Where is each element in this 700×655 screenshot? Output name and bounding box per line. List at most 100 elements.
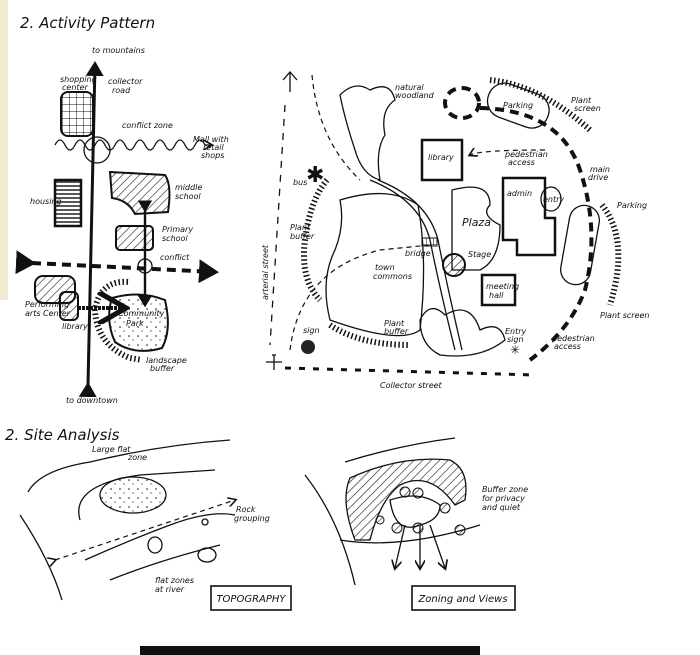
buffer-zone bbox=[345, 458, 467, 541]
library-building bbox=[420, 138, 464, 182]
plant-buffer-left-label-2: buffer bbox=[290, 232, 315, 241]
town-commons bbox=[325, 192, 425, 337]
pedestrian-access-top-label: pedestrian bbox=[504, 150, 548, 159]
main-drive-label: main bbox=[590, 165, 610, 174]
pedestrian-access-bottom-label: pedestrian bbox=[551, 334, 595, 343]
community-park-block bbox=[108, 293, 169, 352]
collector-street-label: Collector street bbox=[380, 381, 443, 390]
dashed-cross-route bbox=[15, 250, 219, 284]
plaza-label: Plaza bbox=[462, 216, 491, 229]
parking-top bbox=[486, 82, 550, 129]
middle-school-label: middle bbox=[175, 183, 202, 192]
community-park-label: Community bbox=[118, 309, 165, 318]
community-park-label-2: Park bbox=[126, 319, 144, 328]
flat-zone-1 bbox=[147, 536, 163, 554]
parking-right bbox=[560, 204, 600, 286]
bridge-label: bridge bbox=[405, 249, 431, 258]
site-plan: arterial street Collector street natural… bbox=[261, 71, 649, 390]
conflict-zone-label: conflict zone bbox=[122, 121, 173, 130]
shopping-center-block bbox=[60, 91, 94, 137]
sign-label: sign bbox=[303, 326, 320, 335]
plant-screen-top-label-2: screen bbox=[574, 104, 601, 113]
shopping-center-label: shopping bbox=[60, 75, 97, 84]
meeting-hall-label: meeting bbox=[486, 282, 519, 291]
meeting-hall-building bbox=[480, 273, 517, 307]
library-label: library bbox=[62, 322, 88, 331]
plant-buffer-bottom-label: Plant bbox=[384, 319, 405, 328]
parking-top-label: Parking bbox=[503, 101, 533, 110]
arterial-street-dashes bbox=[269, 104, 286, 346]
large-flat-zone-label-2: zone bbox=[127, 453, 147, 462]
path-dashed-sw bbox=[289, 244, 431, 351]
tree-clusters bbox=[375, 486, 466, 536]
natural-woodland-label: natural bbox=[395, 83, 424, 92]
collector-road-label-2: road bbox=[112, 86, 131, 95]
stage-label: Stage bbox=[468, 250, 491, 259]
performing-arts-label-2: arts Center bbox=[25, 309, 71, 318]
plaza bbox=[451, 186, 501, 271]
pedestrian-path-top bbox=[470, 150, 546, 155]
middle-school-block bbox=[108, 170, 171, 216]
admin-label: admin bbox=[507, 189, 532, 198]
activity-pattern-title: 2. Activity Pattern bbox=[20, 14, 155, 32]
rock-grouping bbox=[201, 518, 209, 526]
zoning-views-box bbox=[411, 585, 516, 611]
path-dashed-nw bbox=[311, 74, 361, 181]
topo-contour-1 bbox=[27, 439, 231, 493]
entry-label: entry bbox=[543, 195, 564, 204]
zoning-views-label: Zoning and Views bbox=[417, 594, 507, 605]
conflict-label: conflict bbox=[160, 253, 190, 262]
flat-zone-2 bbox=[197, 547, 217, 563]
mall-label-3: shops bbox=[201, 151, 224, 160]
landscape-buffer-label-2: buffer bbox=[150, 364, 175, 373]
activity-pattern-diagram: 2. Activity Pattern to mountains collect… bbox=[15, 14, 229, 405]
page-bottom-edge bbox=[140, 646, 480, 655]
admin-building bbox=[501, 176, 557, 257]
view-arrows bbox=[395, 524, 445, 568]
main-drive bbox=[479, 106, 594, 362]
sign-icon bbox=[301, 340, 315, 354]
site-analysis: 2. Site Analysis Large flat zone Rock gr… bbox=[5, 426, 528, 611]
arterial-street-label: arterial street bbox=[261, 244, 270, 300]
flat-zones-label-2: at river bbox=[155, 585, 185, 594]
rock-grouping-label-2: grouping bbox=[234, 514, 270, 523]
rock-grouping-label: Rock bbox=[236, 505, 256, 514]
entry-sign-label: Entry bbox=[505, 327, 527, 336]
collector-street-dashes bbox=[284, 366, 536, 377]
buffer-zone-label-3: and quiet bbox=[482, 503, 521, 512]
site-analysis-title: 2. Site Analysis bbox=[5, 426, 120, 444]
drop-off-loop bbox=[443, 86, 481, 120]
topo-contour-2 bbox=[19, 514, 63, 601]
plant-buffer-left-label: Plant bbox=[290, 223, 311, 232]
mall-label: Mall with bbox=[193, 135, 229, 144]
to-downtown-label: to downtown bbox=[66, 396, 118, 405]
meeting-hall-label-2: hall bbox=[489, 291, 504, 300]
shopping-center-label-2: center bbox=[62, 83, 88, 92]
plant-screen-top bbox=[489, 77, 593, 133]
zoning-contour-1 bbox=[344, 437, 456, 463]
landscape-buffer bbox=[91, 278, 143, 363]
performing-arts-label: Performing bbox=[25, 300, 69, 309]
mall-label-2: retail bbox=[203, 143, 224, 152]
topography-box bbox=[210, 585, 292, 611]
pedestrian-access-top-label-2: access bbox=[508, 158, 535, 167]
large-flat-zone-label: Large flat bbox=[92, 445, 131, 454]
mall-wavy-path bbox=[54, 139, 211, 151]
stage-circle bbox=[442, 253, 466, 277]
primary-school-label: Primary bbox=[162, 225, 193, 234]
housing-block bbox=[53, 178, 83, 228]
flat-zones-label: flat zones bbox=[155, 576, 194, 585]
primary-school-block bbox=[115, 225, 154, 251]
entry-oval bbox=[540, 186, 562, 212]
bus-label: bus bbox=[293, 178, 307, 187]
entry-sign-label-2: sign bbox=[507, 335, 524, 344]
pedestrian-access-bottom-label-2: access bbox=[554, 342, 581, 351]
town-commons-label-2: commons bbox=[373, 272, 412, 281]
natural-woodland bbox=[339, 85, 396, 181]
library-building-label: library bbox=[428, 153, 454, 162]
town-commons-label: town bbox=[375, 263, 395, 272]
middle-school-label-2: school bbox=[175, 192, 201, 201]
river-bank-2 bbox=[109, 544, 221, 581]
parking-right-label: Parking bbox=[617, 201, 647, 210]
plant-buffer-left bbox=[301, 178, 330, 303]
